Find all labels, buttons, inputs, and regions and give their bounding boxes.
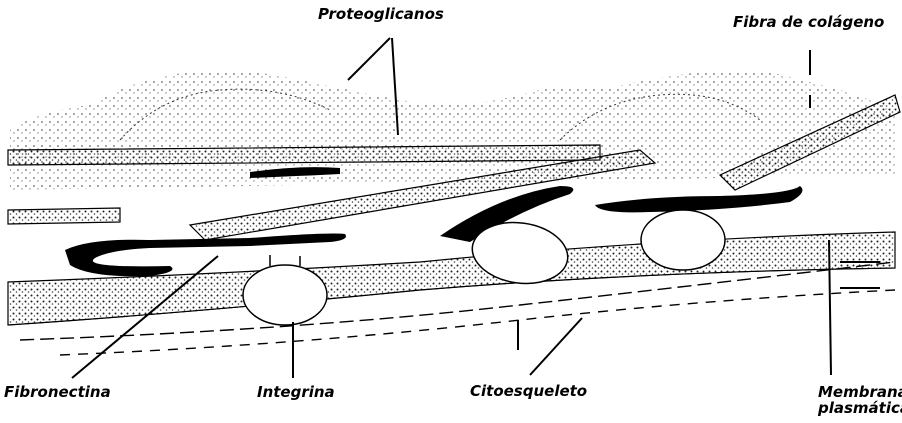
label-membrana-plasmatica: Membrana plasmática <box>818 384 902 416</box>
label-citoesqueleto: Citoesqueleto <box>470 383 587 399</box>
label-membrana-line1: Membrana <box>818 384 902 400</box>
label-integrina: Integrina <box>257 384 335 400</box>
label-fibronectina: Fibronectina <box>4 384 111 400</box>
label-membrana-line2: plasmática <box>818 400 902 416</box>
label-proteoglicanos: Proteoglicanos <box>318 6 444 22</box>
label-fibra-colageno: Fibra de colágeno <box>733 14 884 30</box>
